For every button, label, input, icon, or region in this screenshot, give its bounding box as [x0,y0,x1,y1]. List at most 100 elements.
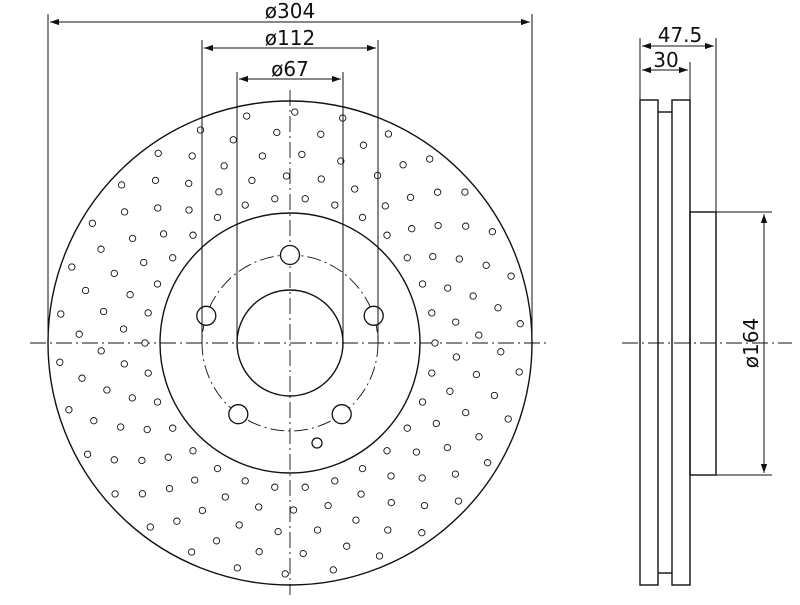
vent-hole [331,477,339,485]
locating-hole [311,437,323,449]
vent-hole [418,474,426,482]
vent-hole [433,188,442,196]
vent-hole [221,493,229,501]
vent-hole [97,245,105,253]
vent-hole [153,280,162,288]
vent-hole [418,280,427,288]
vent-hole [420,501,429,510]
vent-hole [462,222,470,230]
vent-hole [426,155,434,163]
vent-hole [475,331,483,339]
vent-hole [141,339,149,347]
vent-hole [68,263,76,271]
vent-hole [189,231,197,239]
vent-hole [351,185,359,193]
vent-hole [384,130,393,138]
vent-hole [384,526,392,534]
vent-hole [110,456,118,464]
vent-hole [462,408,470,417]
vent-hole [255,503,263,511]
vent-hole [281,570,289,578]
vent-hole [472,370,481,379]
vent-hole [151,176,160,185]
vent-hole [282,172,291,180]
vent-hole [428,309,436,317]
vent-hole [111,490,119,498]
vent-hole [324,501,332,510]
vent-hole [358,464,367,473]
vent-hole [428,369,436,377]
vent-hole [352,516,360,524]
side-dimensions: 47.5 30 ø164 [639,23,772,476]
vent-hole [117,423,125,431]
vent-hole [187,548,196,556]
vent-hole [455,255,463,263]
vent-hole [375,552,384,560]
vent-hole [90,417,98,425]
vent-hole [120,208,129,216]
vent-hole [229,136,237,144]
vent-hole [75,330,83,338]
vent-hole [191,476,199,484]
vent-hole [403,254,411,262]
vent-hole [403,424,411,432]
vent-hole [452,318,460,326]
vent-hole [331,201,339,209]
vent-hole [383,231,391,239]
vent-hole [126,291,134,299]
vent-hole [494,304,502,312]
vent-hole [406,193,415,202]
ventilation-holes [56,108,524,578]
vent-hole [88,219,97,227]
vent-hole [357,490,365,498]
vent-hole [189,447,197,455]
friction-plate-right [671,99,691,586]
disc-thickness-label: 30 [653,48,678,72]
vent-hole [418,398,427,406]
vent-hole [164,453,172,461]
hub-diameter-label: ø112 [265,26,315,50]
vent-hole [451,470,460,478]
vent-hole [143,425,151,434]
vent-hole [490,391,499,400]
vent-hole [146,523,154,531]
vent-hole [299,549,307,558]
side-view [622,99,792,586]
vent-hole [271,483,279,491]
vent-hole [408,225,416,233]
vent-hole [213,464,222,473]
vent-hole [443,443,452,452]
bolt-hole [196,305,217,326]
inner-diameter-label: ø164 [739,318,763,368]
vent-hole [233,564,241,572]
vent-hole [317,130,325,138]
vent-hole [258,152,267,160]
vent-hole [103,386,111,394]
front-view [30,90,548,595]
vent-hole [418,529,426,537]
vent-hole [313,526,322,534]
vent-hole [110,269,118,278]
vent-hole [488,228,497,236]
vent-hole [215,188,223,196]
vent-hole [469,292,477,300]
vent-hole [454,497,463,505]
vent-hole [271,195,279,203]
vent-hole [173,517,181,525]
vent-hole [119,325,128,333]
vent-hole [399,161,407,169]
bolt-hole [331,404,352,425]
vent-hole [431,339,439,347]
hat-section [689,211,717,476]
vent-hole [99,307,108,316]
vent-hole [117,181,126,189]
vent-hole [483,459,492,467]
vent-hole [482,261,490,269]
vent-hole [387,498,395,507]
vent-hole [138,456,146,465]
vent-hole [97,347,105,355]
vent-hole [274,527,282,536]
vent-hole [317,175,325,183]
